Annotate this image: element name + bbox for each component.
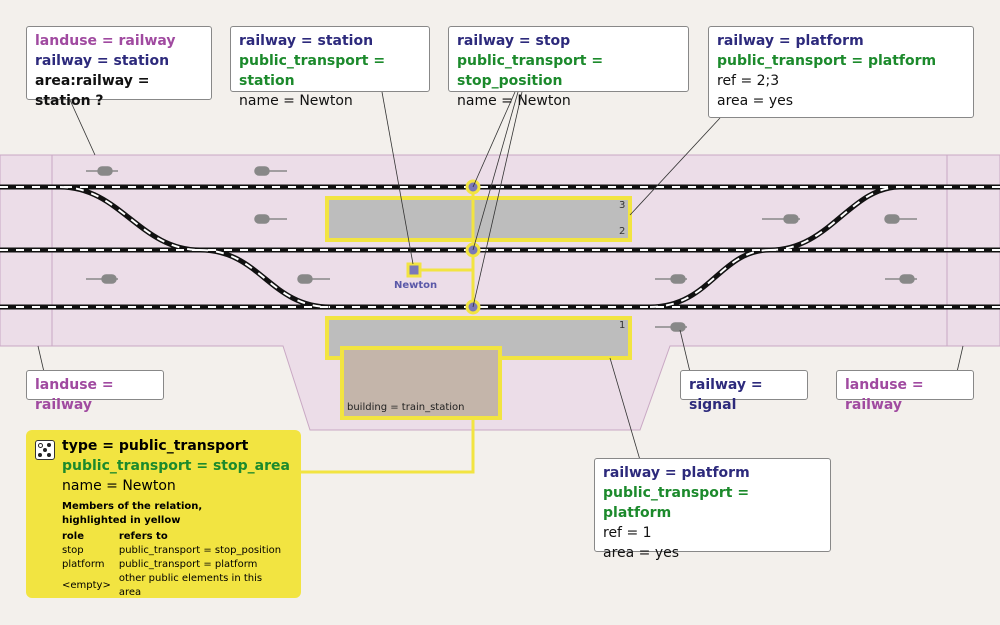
signal-icon xyxy=(655,274,687,284)
relation-pt: public_transport = stop_area xyxy=(62,458,290,474)
tag-line: railway = station xyxy=(239,33,374,49)
platform-ref-3: 3 xyxy=(619,200,626,211)
tag-line: railway = station xyxy=(35,53,170,69)
column-header: refers to xyxy=(118,531,168,542)
members-title: Members of the relation, xyxy=(62,501,203,512)
tag-line: area:railway = station ? xyxy=(35,73,150,109)
refers-to: public_transport = platform xyxy=(118,559,258,570)
relation-icon xyxy=(35,440,55,460)
relation-type: type = public_transport xyxy=(62,438,249,454)
signal-icon xyxy=(655,322,687,332)
signal-icon xyxy=(885,274,917,284)
landuse-left-label: landuse = railway xyxy=(26,370,164,413)
leader-lines xyxy=(37,91,964,461)
relation-name: name = Newton xyxy=(62,478,176,494)
table-row: <empty> other public elements in this are… xyxy=(62,572,291,600)
stop-area-relation-box: type = public_transport public_transport… xyxy=(26,430,301,598)
signal-icon xyxy=(86,166,118,176)
tag-line: railway = platform xyxy=(717,33,864,49)
table-row: platform public_transport = platform xyxy=(62,558,291,572)
role: platform xyxy=(62,559,105,570)
signal-icon xyxy=(297,274,330,284)
refers-to: other public elements in this area xyxy=(118,573,263,598)
tag-line: public_transport = platform xyxy=(717,53,937,69)
platform-ref-1: 1 xyxy=(619,320,626,331)
tag-line: name = Newton xyxy=(457,93,571,109)
tag-line: railway = stop xyxy=(457,33,571,49)
building-label: building = train_station xyxy=(347,402,465,413)
signals xyxy=(86,166,917,332)
tag-line: public_transport = station xyxy=(239,53,386,89)
signal-icon xyxy=(762,214,800,224)
column-header: role xyxy=(62,531,85,542)
station-name-label: Newton xyxy=(394,280,438,291)
signal-icon xyxy=(254,166,287,176)
platform-top-label: railway = platform public_transport = pl… xyxy=(708,26,974,118)
tag-line: landuse = railway xyxy=(35,33,176,49)
tag-line: name = Newton xyxy=(239,93,353,109)
members-title: highlighted in yellow xyxy=(62,515,181,526)
table-row: stop public_transport = stop_position xyxy=(62,544,291,558)
tag-line: railway = platform xyxy=(603,465,750,481)
role: <empty> xyxy=(62,580,111,591)
role: stop xyxy=(62,545,84,556)
members-table: role refers to stop public_transport = sto… xyxy=(62,530,291,600)
station-node-label: railway = station public_transport = sta… xyxy=(230,26,430,109)
platform-ref-2: 2 xyxy=(619,226,626,237)
platforms xyxy=(325,196,632,420)
tag-line: ref = 2;3 xyxy=(717,73,780,89)
tag-line: public_transport = stop_position xyxy=(457,53,604,89)
platform-bottom-label: railway = platform public_transport = pl… xyxy=(594,458,831,561)
refers-to: public_transport = stop_position xyxy=(118,545,282,556)
signal-icon xyxy=(254,214,287,224)
tag-line: ref = 1 xyxy=(603,525,652,541)
signal-icon xyxy=(86,274,118,284)
landuse-station-label: landuse = railway railway = station area… xyxy=(26,26,212,109)
tag-line: public_transport = platform xyxy=(603,485,750,521)
stop-position-label: railway = stop public_transport = stop_p… xyxy=(448,26,689,109)
signal-icon xyxy=(884,214,917,224)
tag-line: area = yes xyxy=(717,93,794,109)
signal-label: railway = signal xyxy=(680,370,808,413)
tag-line: area = yes xyxy=(603,545,680,561)
landuse-right-label: landuse = railway xyxy=(836,370,974,413)
